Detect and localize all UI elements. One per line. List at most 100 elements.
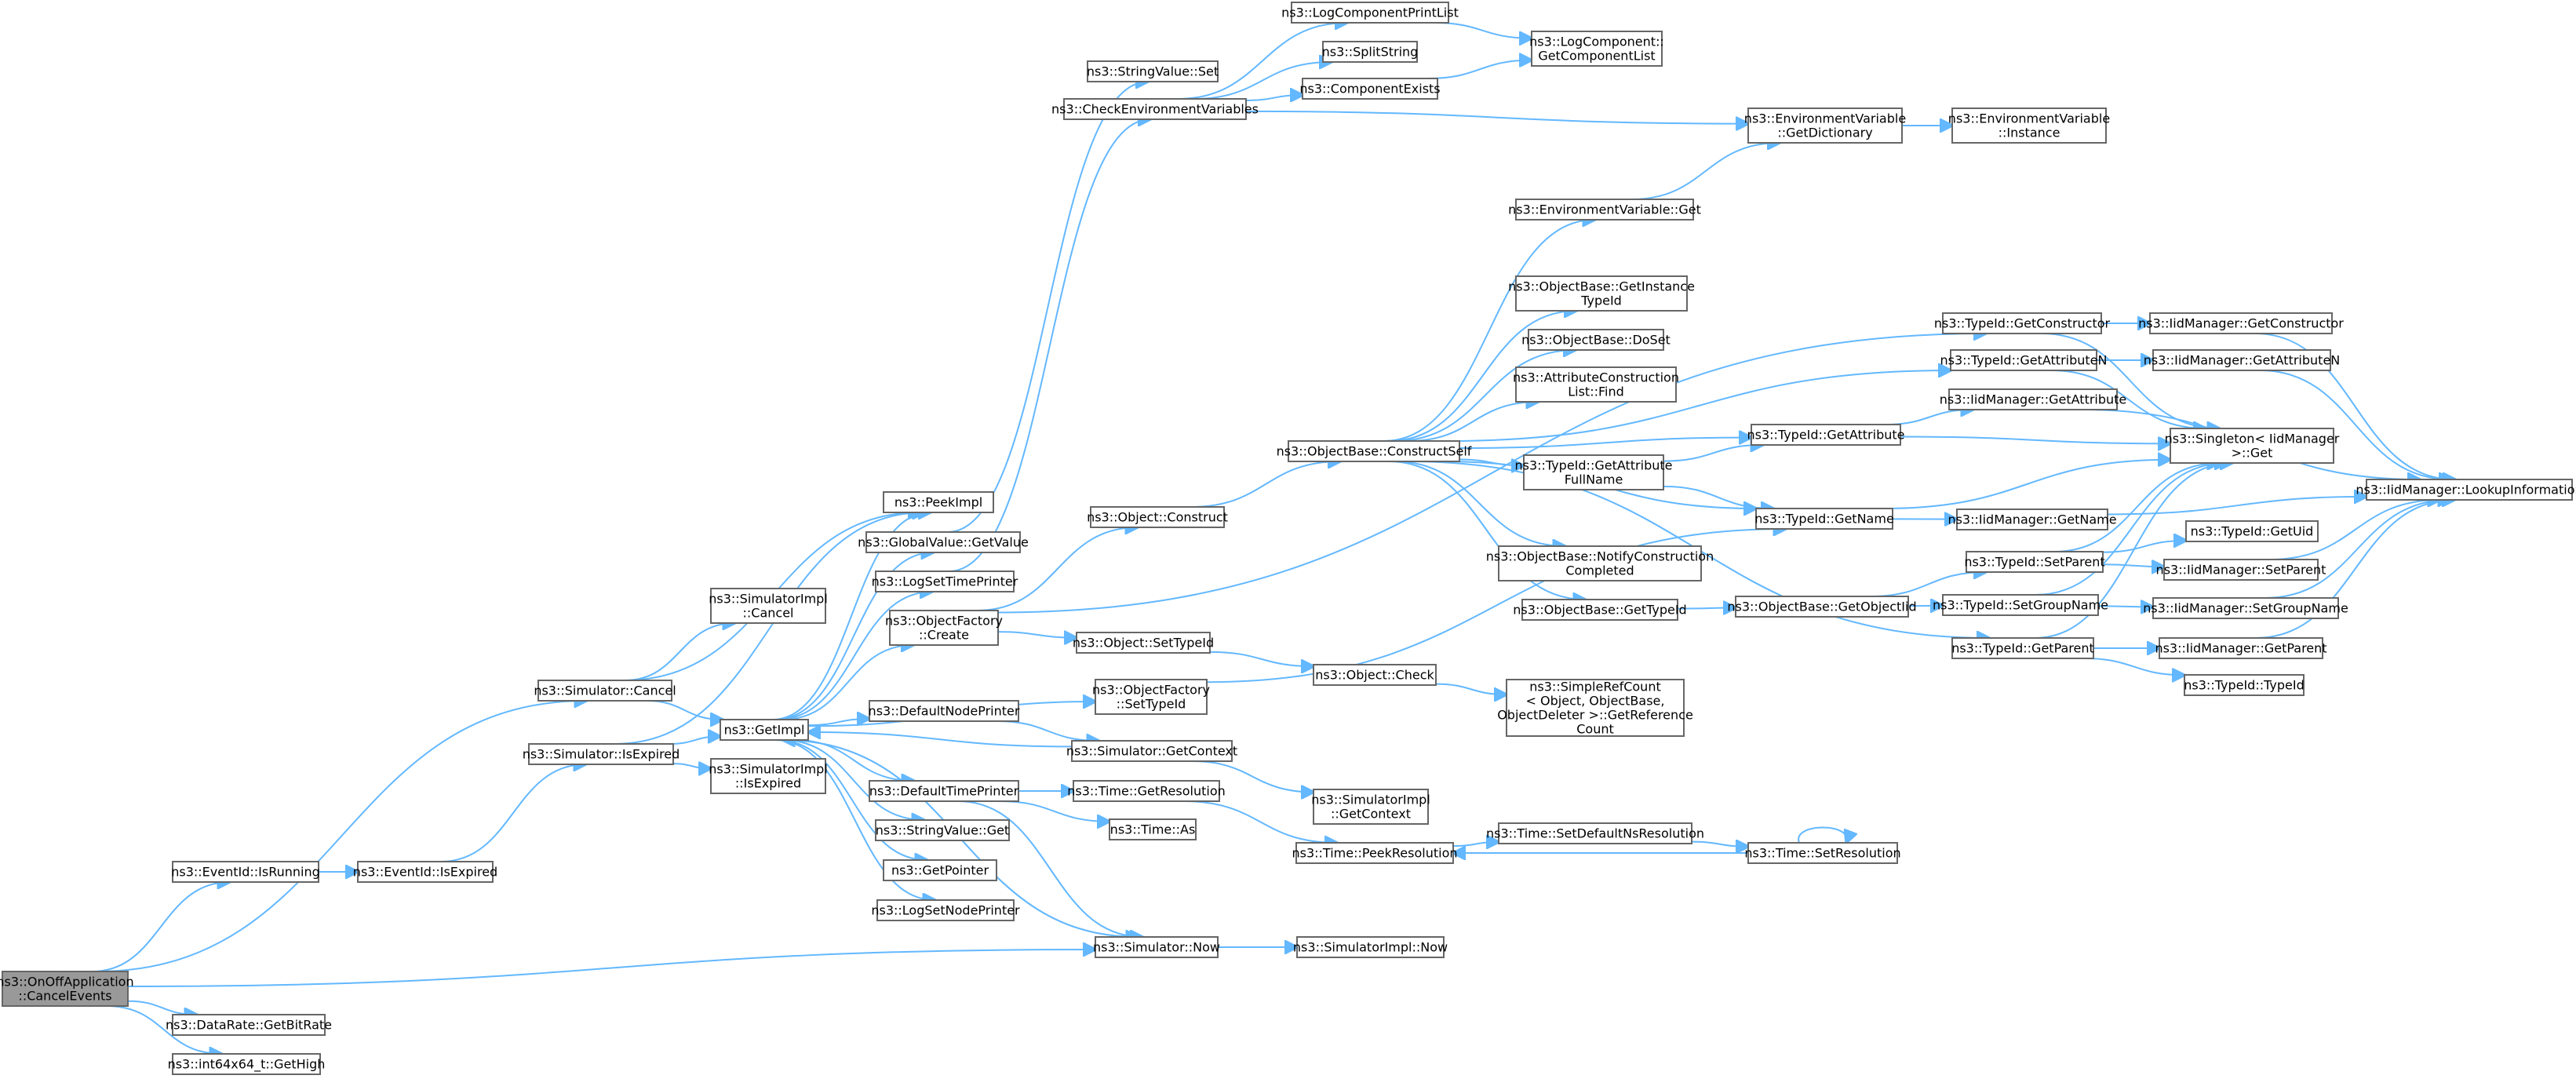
function-node-sim_now[interactable]: ns3::Simulator::Now — [1093, 936, 1220, 958]
function-node-iid_getconstructor[interactable]: ns3::IidManager::GetConstructor — [2138, 312, 2344, 334]
function-node-obj_settypeid[interactable]: ns3::Object::SetTypeId — [1073, 632, 1214, 654]
call-edge-of_create-to-obj_settypeid — [997, 632, 1077, 637]
function-node-eid_isexpired[interactable]: ns3::EventId::IsExpired — [353, 861, 497, 883]
function-node-of_create[interactable]: ns3::ObjectFactory::Create — [885, 610, 1003, 646]
node-box — [1942, 312, 2102, 334]
call-edge-gv_getvalue-to-sv_set — [947, 82, 1148, 533]
function-node-sim_cancel[interactable]: ns3::Simulator::Cancel — [534, 680, 676, 702]
function-node-ev_instance[interactable]: ns3::EnvironmentVariable::Instance — [1948, 108, 2110, 144]
call-edge-root-to-i64_gethigh — [106, 1005, 222, 1054]
function-node-time_peekres[interactable]: ns3::Time::PeekResolution — [1292, 842, 1458, 864]
node-label: ns3::TypeId::GetConstructor — [1934, 316, 2111, 331]
node-box — [1523, 454, 1664, 490]
function-node-sim_getcontext[interactable]: ns3::Simulator::GetContext — [1066, 740, 1237, 762]
function-node-ob_gettypeid[interactable]: ns3::ObjectBase::GetTypeId — [1513, 599, 1687, 621]
function-node-dr_getbitrate[interactable]: ns3::DataRate::GetBitRate — [166, 1014, 332, 1036]
function-node-time_as[interactable]: ns3::Time::As — [1109, 818, 1197, 840]
function-node-tid_setgroupname[interactable]: ns3::TypeId::SetGroupName — [1933, 594, 2108, 616]
node-label: ns3::TypeId::GetName — [1754, 512, 1894, 527]
node-label: ::Cancel — [743, 606, 794, 621]
function-node-simimpl_cancel[interactable]: ns3::SimulatorImpl::Cancel — [709, 588, 828, 624]
function-node-ob_doset[interactable]: ns3::ObjectBase::DoSet — [1521, 329, 1671, 351]
function-node-sim_isexpired[interactable]: ns3::Simulator::IsExpired — [523, 743, 680, 765]
node-label: ns3::IidManager::LookupInformation — [2356, 483, 2576, 498]
call-edge-time_peekres-to-time_setdefns — [1452, 842, 1499, 846]
function-node-simimpl_isexpired[interactable]: ns3::SimulatorImpl::IsExpired — [709, 758, 828, 794]
function-node-of_settypeid[interactable]: ns3::ObjectFactory::SetTypeId — [1092, 679, 1210, 715]
function-node-ob_notifyconstr[interactable]: ns3::ObjectBase::NotifyConstructionCompl… — [1486, 545, 1714, 581]
function-node-iid_getname[interactable]: ns3::IidManager::GetName — [1947, 509, 2117, 530]
node-label: Count — [1576, 722, 1614, 737]
function-node-iid_setgroupname[interactable]: ns3::IidManager::SetGroupName — [2143, 597, 2348, 619]
call-edge-tid_getattrfullname-to-tid_getname — [1663, 485, 1773, 509]
function-node-checkenv[interactable]: ns3::CheckEnvironmentVariables — [1051, 98, 1259, 120]
node-label: ns3::LogSetNodePrinter — [871, 903, 1020, 918]
function-node-tid_getattributen[interactable]: ns3::TypeId::GetAttributeN — [1940, 349, 2108, 371]
call-edge-getimpl-to-gv_getvalue — [774, 552, 933, 720]
function-node-logsetnodeprinter[interactable]: ns3::LogSetNodePrinter — [871, 899, 1020, 921]
function-node-iid_getattributen[interactable]: ns3::IidManager::GetAttributeN — [2144, 349, 2341, 371]
function-node-time_setdefns[interactable]: ns3::Time::SetDefaultNsResolution — [1486, 822, 1704, 844]
function-node-iid_getattribute[interactable]: ns3::IidManager::GetAttribute — [1940, 388, 2127, 410]
function-node-getimpl[interactable]: ns3::GetImpl — [720, 719, 809, 741]
node-label: ::IsExpired — [735, 776, 801, 791]
function-node-tid_getuid[interactable]: ns3::TypeId::GetUid — [2185, 520, 2319, 542]
function-node-tid_getattribute[interactable]: ns3::TypeId::GetAttribute — [1747, 424, 1905, 446]
function-node-iid_lookupinfo[interactable]: ns3::IidManager::LookupInformation — [2356, 479, 2576, 501]
function-node-i64_gethigh[interactable]: ns3::int64x64_t::GetHigh — [168, 1053, 326, 1075]
function-node-obj_construct[interactable]: ns3::Object::Construct — [1087, 506, 1228, 528]
function-node-defaultnodeprinter[interactable]: ns3::DefaultNodePrinter — [869, 700, 1020, 722]
function-node-simimpl_now[interactable]: ns3::SimulatorImpl::Now — [1293, 936, 1448, 958]
node-box — [1735, 596, 1909, 618]
node-box — [2185, 520, 2319, 542]
function-node-tid_getname[interactable]: ns3::TypeId::GetName — [1754, 508, 1894, 530]
node-box — [1109, 818, 1197, 840]
function-node-tid_setparent[interactable]: ns3::TypeId::SetParent — [1964, 551, 2105, 573]
node-box — [883, 859, 997, 881]
function-node-iid_setparent[interactable]: ns3::IidManager::SetParent — [2156, 559, 2326, 581]
function-node-iid_getparent[interactable]: ns3::IidManager::GetParent — [2155, 637, 2327, 659]
node-label: ns3::IidManager::GetConstructor — [2138, 316, 2344, 331]
function-node-defaulttimeprinter[interactable]: ns3::DefaultTimePrinter — [869, 780, 1019, 802]
function-node-ev_getdict[interactable]: ns3::EnvironmentVariable::GetDictionary — [1744, 108, 1906, 144]
call-edge-checkenv-to-logcompprintlist — [1177, 23, 1347, 100]
node-label: ns3::IidManager::GetParent — [2155, 641, 2326, 656]
node-label: ns3::ObjectFactory — [1092, 683, 1210, 698]
function-node-sv_set[interactable]: ns3::StringValue::Set — [1087, 60, 1219, 82]
node-label: ns3::IidManager::GetName — [1947, 512, 2116, 527]
function-node-logcomp_getlist[interactable]: ns3::LogComponent::GetComponentList — [1529, 31, 1664, 67]
function-node-gv_getvalue[interactable]: ns3::GlobalValue::GetValue — [858, 531, 1029, 553]
node-box — [1498, 545, 1702, 581]
function-node-obj_check[interactable]: ns3::Object::Check — [1313, 664, 1437, 686]
function-node-splitstring[interactable]: ns3::SplitString — [1322, 41, 1419, 63]
function-node-peekimpl[interactable]: ns3::PeekImpl — [883, 491, 994, 513]
function-node-time_setres[interactable]: ns3::Time::SetResolution — [1744, 842, 1901, 864]
function-node-tid_getconstructor[interactable]: ns3::TypeId::GetConstructor — [1934, 312, 2111, 334]
function-node-logsettimeprinter[interactable]: ns3::LogSetTimePrinter — [872, 570, 1018, 592]
function-node-simplerefcount[interactable]: ns3::SimpleRefCount< Object, ObjectBase,… — [1497, 679, 1693, 737]
node-box — [1295, 842, 1454, 864]
function-node-simimpl_getcontext[interactable]: ns3::SimulatorImpl::GetContext — [1311, 789, 1430, 825]
node-label: ns3::CheckEnvironmentVariables — [1051, 102, 1259, 117]
node-box — [875, 570, 1015, 592]
function-node-ev_get[interactable]: ns3::EnvironmentVariable::Get — [1508, 199, 1701, 221]
function-node-tid_getparent[interactable]: ns3::TypeId::GetParent — [1951, 637, 2094, 659]
function-node-ob_getobjectiid[interactable]: ns3::ObjectBase::GetObjectIid — [1727, 596, 1917, 618]
function-node-ob_constructself[interactable]: ns3::ObjectBase::ConstructSelf — [1277, 440, 1472, 462]
function-node-compexists[interactable]: ns3::ComponentExists — [1299, 78, 1441, 100]
function-node-singleton_get[interactable]: ns3::Singleton< IidManager>::Get — [2165, 428, 2340, 464]
node-box — [1288, 440, 1460, 462]
function-node-getpointer[interactable]: ns3::GetPointer — [883, 859, 997, 881]
node-box — [1751, 424, 1901, 446]
function-node-logcompprintlist[interactable]: ns3::LogComponentPrintList — [1281, 2, 1459, 24]
function-node-eid_isrunning[interactable]: ns3::EventId::IsRunning — [171, 861, 320, 883]
function-node-sv_get[interactable]: ns3::StringValue::Get — [875, 819, 1010, 841]
node-box — [357, 861, 494, 883]
function-node-tid_typeid[interactable]: ns3::TypeId::TypeId — [2184, 674, 2305, 696]
node-box — [710, 588, 826, 624]
call-edge-tid_getconstructor-to-singleton_get — [2041, 333, 2219, 428]
function-node-time_getres[interactable]: ns3::Time::GetResolution — [1067, 780, 1226, 802]
